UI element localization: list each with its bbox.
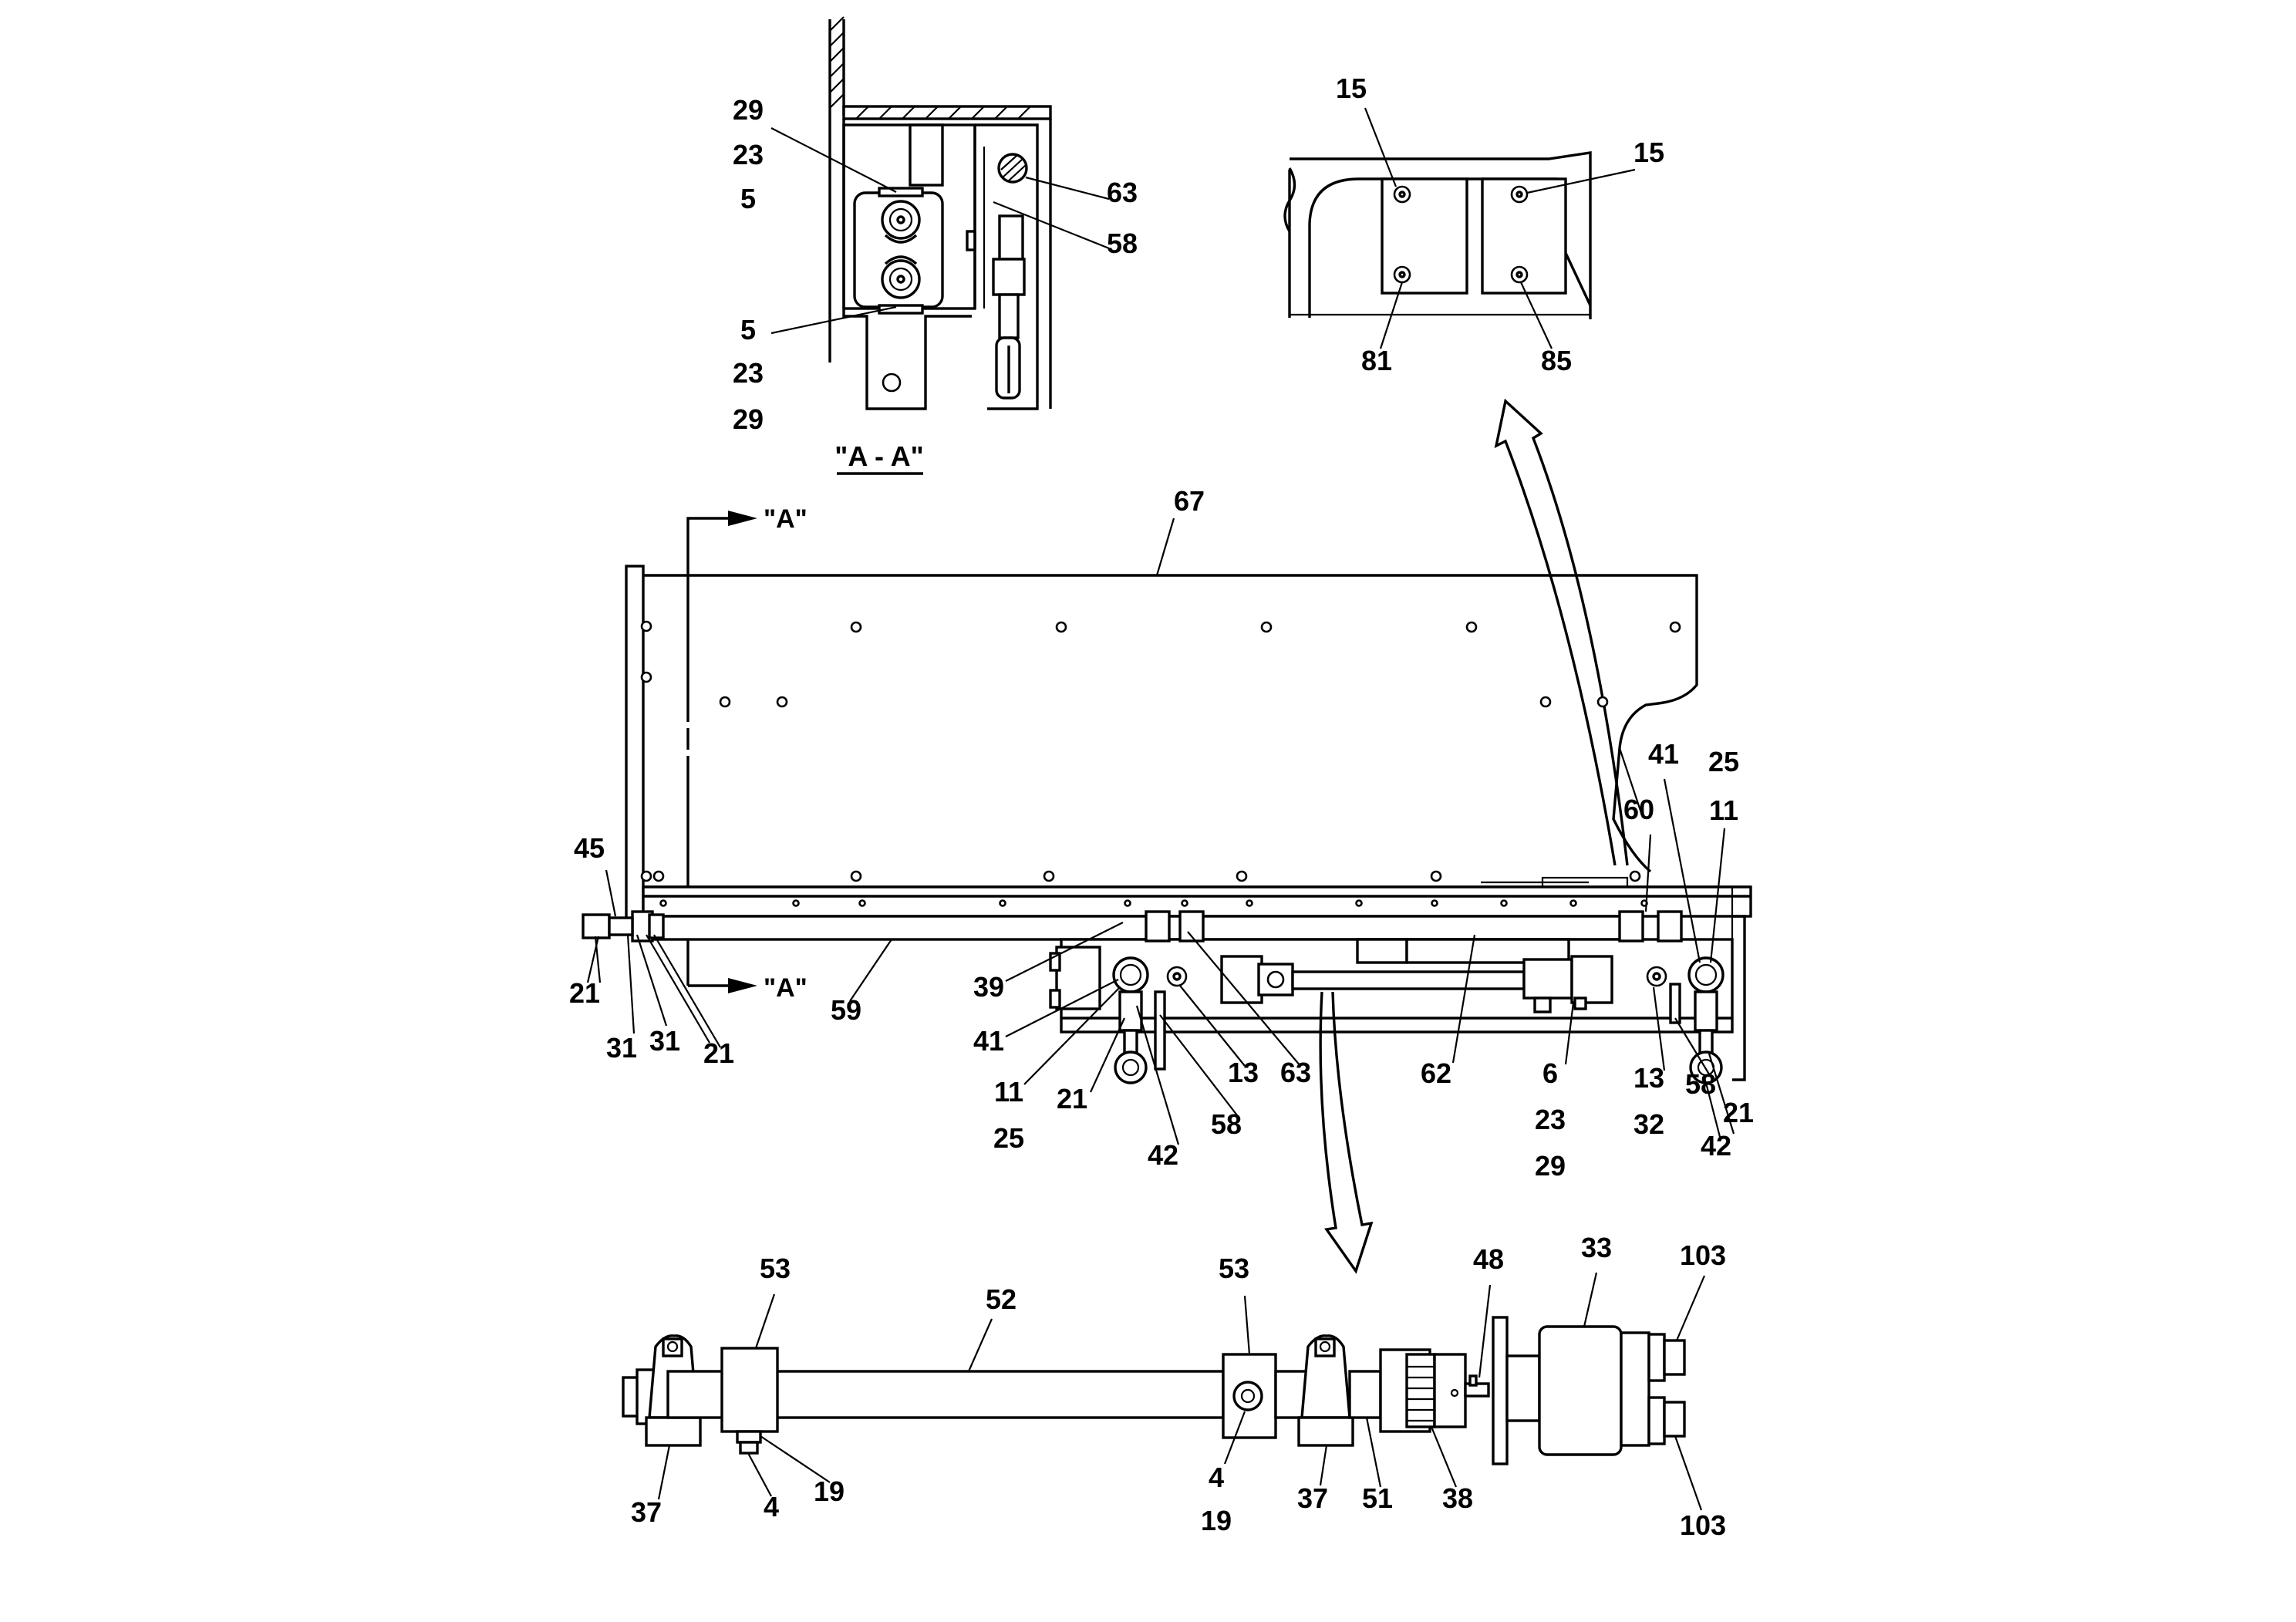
callout-62: 62 — [1421, 1057, 1451, 1089]
callout-85: 85 — [1541, 345, 1572, 376]
mounting-hole — [1629, 870, 1641, 882]
callout-58: 58 — [1685, 1068, 1716, 1100]
callout-23: 23 — [733, 357, 764, 389]
callout-23: 23 — [733, 139, 764, 170]
mounting-hole — [1431, 899, 1438, 907]
callout-60: 60 — [1623, 794, 1654, 825]
callout-23: 23 — [1535, 1104, 1566, 1135]
mounting-hole — [1539, 696, 1552, 708]
callout-15: 15 — [1336, 73, 1367, 104]
callout-6: 6 — [1542, 1057, 1558, 1089]
callout-37: 37 — [631, 1496, 662, 1528]
callout-21: 21 — [1057, 1083, 1087, 1114]
callout-52: 52 — [986, 1283, 1017, 1315]
callout-21: 21 — [569, 977, 600, 1009]
callout-41: 41 — [1648, 738, 1679, 770]
callout-103: 103 — [1680, 1239, 1726, 1271]
callout-103: 103 — [1680, 1509, 1726, 1541]
callout-67: 67 — [1174, 485, 1205, 517]
mounting-hole — [1124, 899, 1131, 907]
callout-4: 4 — [1209, 1462, 1224, 1493]
callout-53: 53 — [760, 1253, 791, 1284]
mounting-hole — [659, 899, 667, 907]
mounting-hole — [1500, 899, 1508, 907]
mounting-hole — [1055, 621, 1067, 633]
mounting-hole — [1430, 870, 1442, 882]
mounting-hole — [640, 671, 652, 683]
callout-13: 13 — [1228, 1057, 1259, 1088]
callout-59: 59 — [831, 994, 861, 1026]
callout-31: 31 — [606, 1032, 637, 1064]
mounting-hole — [1569, 899, 1577, 907]
mounting-hole — [999, 899, 1006, 907]
mounting-hole — [1596, 696, 1609, 708]
mounting-hole — [640, 870, 652, 882]
panel-holes — [640, 620, 1681, 882]
callout-53: 53 — [1219, 1253, 1249, 1284]
callout-4: 4 — [764, 1491, 779, 1523]
callout-38: 38 — [1442, 1482, 1473, 1514]
callout-42: 42 — [1701, 1130, 1731, 1162]
callout-48: 48 — [1473, 1243, 1504, 1275]
callout-5: 5 — [740, 183, 756, 214]
mounting-hole — [652, 870, 665, 882]
main-assembly: "A" "A" — [582, 504, 1752, 1274]
callout-21: 21 — [703, 1037, 734, 1069]
callout-29: 29 — [1535, 1150, 1566, 1182]
callout-42: 42 — [1148, 1139, 1178, 1171]
detail-view-panels — [1283, 107, 1636, 866]
callout-41: 41 — [973, 1025, 1004, 1057]
callout-15: 15 — [1633, 137, 1664, 168]
mounting-hole — [1181, 899, 1188, 907]
callout-58: 58 — [1211, 1108, 1242, 1140]
callout-11: 11 — [994, 1076, 1023, 1108]
callout-45: 45 — [574, 832, 605, 864]
callout-13: 13 — [1633, 1062, 1664, 1094]
callout-29: 29 — [733, 94, 764, 126]
rail-holes — [659, 899, 1648, 907]
section-marker-bottom: "A" — [764, 973, 807, 1003]
callout-19: 19 — [1201, 1505, 1232, 1536]
callout-63: 63 — [1107, 177, 1138, 208]
mounting-hole — [1260, 621, 1273, 633]
exploded-shaft-assembly — [622, 1272, 1706, 1511]
callout-25: 25 — [1708, 746, 1739, 777]
mounting-hole — [858, 899, 866, 907]
callout-5: 5 — [740, 314, 756, 346]
callout-29: 29 — [733, 403, 764, 435]
section-view-a-a: "A - A" — [770, 16, 1110, 475]
section-marker-top: "A" — [764, 504, 807, 534]
mounting-hole — [1355, 899, 1363, 907]
mounting-hole — [1465, 621, 1478, 633]
callout-labels: 29 23 5 63 58 5 23 29 15 15 81 85 67 41 25 11 60 45 39 59 21… — [569, 73, 1754, 1541]
callout-25: 25 — [993, 1122, 1024, 1154]
mounting-hole — [850, 870, 862, 882]
callout-39: 39 — [973, 971, 1004, 1003]
callout-32: 32 — [1633, 1108, 1664, 1140]
callout-21: 21 — [1723, 1097, 1754, 1128]
mounting-hole — [1246, 899, 1253, 907]
mounting-hole — [1043, 870, 1055, 882]
callout-81: 81 — [1361, 345, 1392, 376]
mounting-hole — [1669, 621, 1681, 633]
mounting-hole — [719, 696, 731, 708]
section-label: "A - A" — [834, 440, 923, 472]
mounting-hole — [1236, 870, 1248, 882]
mounting-hole — [792, 899, 800, 907]
callout-51: 51 — [1362, 1482, 1393, 1514]
mounting-hole — [776, 696, 788, 708]
callout-37: 37 — [1297, 1482, 1328, 1514]
callout-11: 11 — [1709, 794, 1738, 826]
callout-63: 63 — [1280, 1057, 1311, 1088]
mounting-hole — [640, 620, 652, 632]
callout-58: 58 — [1107, 228, 1138, 259]
mounting-hole — [850, 621, 862, 633]
callout-31: 31 — [649, 1025, 680, 1057]
callout-19: 19 — [814, 1475, 845, 1507]
callout-33: 33 — [1581, 1232, 1612, 1263]
